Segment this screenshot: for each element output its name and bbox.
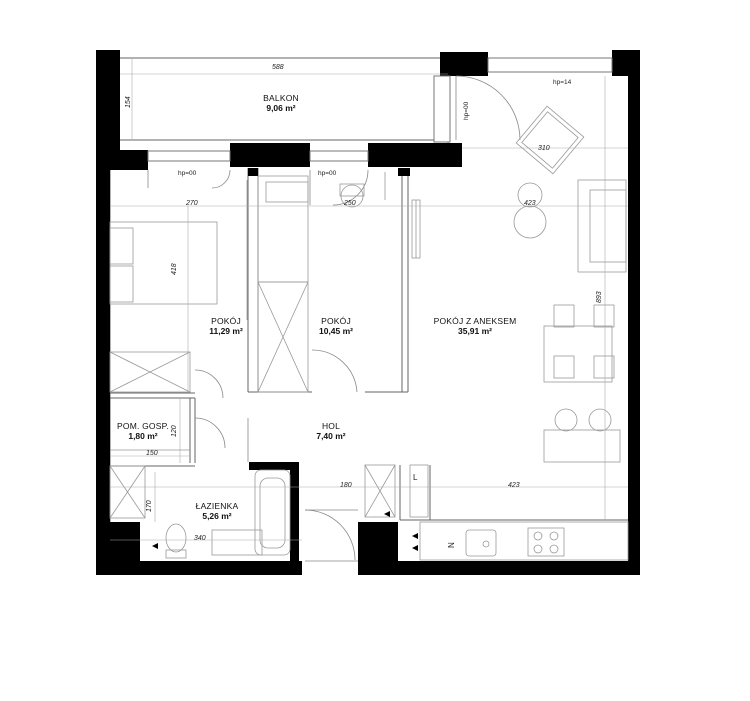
dim-living-width-lower: 423 <box>508 482 520 489</box>
threshold-balcony-right: hp=14 <box>553 79 572 86</box>
thick-walls <box>96 50 640 575</box>
room-name: HOL <box>321 421 341 431</box>
threshold-room2-door: hp=00 <box>318 170 337 177</box>
dim-bath-depth: 170 <box>146 500 153 512</box>
dim-gosp-depth: 120 <box>171 425 178 437</box>
room-area: 35,91 m² <box>457 326 493 336</box>
room-name: POKÓJ <box>321 316 351 326</box>
dim-balcony-width: 588 <box>272 64 284 71</box>
room-name: ŁAZIENKA <box>195 501 239 511</box>
furniture <box>109 105 629 561</box>
dim-bath-width: 340 <box>194 535 206 542</box>
room-area: 7,40 m² <box>316 431 346 441</box>
room-name: POKÓJ <box>211 316 241 326</box>
oven-symbol: N <box>447 542 456 548</box>
threshold-balcony-door: hp=00 <box>178 170 197 177</box>
room-label-pokoj-2: POKÓJ 10,45 m² <box>296 316 376 336</box>
dim-living-top: 310 <box>538 145 550 152</box>
room-label-pom-gosp: POM. GOSP. 1,80 m² <box>108 421 178 441</box>
room-area: 1,80 m² <box>128 431 158 441</box>
room-area: 9,06 m² <box>266 103 296 113</box>
room-label-hol: HOL 7,40 m² <box>296 421 366 441</box>
fridge-symbol: L <box>413 473 418 482</box>
room-area: 11,29 m² <box>209 326 243 336</box>
room-label-balkon: BALKON 9,06 m² <box>246 93 316 113</box>
dim-living-depth: 893 <box>596 291 603 303</box>
room-area: 5,26 m² <box>202 511 232 521</box>
dim-room1-depth: 418 <box>171 263 178 275</box>
dim-balcony-depth: 154 <box>125 96 132 108</box>
room-label-pokoj-1: POKÓJ 11,29 m² <box>186 316 266 336</box>
room-label-lazienka: ŁAZIENKA 5,26 m² <box>182 501 252 521</box>
door-swings <box>147 75 521 562</box>
room-area: 10,45 m² <box>318 326 354 336</box>
dim-hall-width: 180 <box>340 482 352 489</box>
windows <box>147 57 613 162</box>
dim-living-width: 423 <box>524 200 536 207</box>
dimension-lines <box>110 58 628 541</box>
misc-marks <box>152 511 418 551</box>
dim-room2-width: 250 <box>344 200 356 207</box>
room-name: POKÓJ Z ANEKSEM <box>433 316 517 326</box>
room-name: BALKON <box>263 93 299 103</box>
dim-room1-width: 270 <box>186 200 198 207</box>
room-name: POM. GOSP. <box>117 421 169 431</box>
dim-gosp-width: 150 <box>146 450 158 457</box>
threshold-balcony-side: hp=00 <box>463 101 470 120</box>
room-label-pokoj-z-aneksem: POKÓJ Z ANEKSEM 35,91 m² <box>420 316 530 336</box>
